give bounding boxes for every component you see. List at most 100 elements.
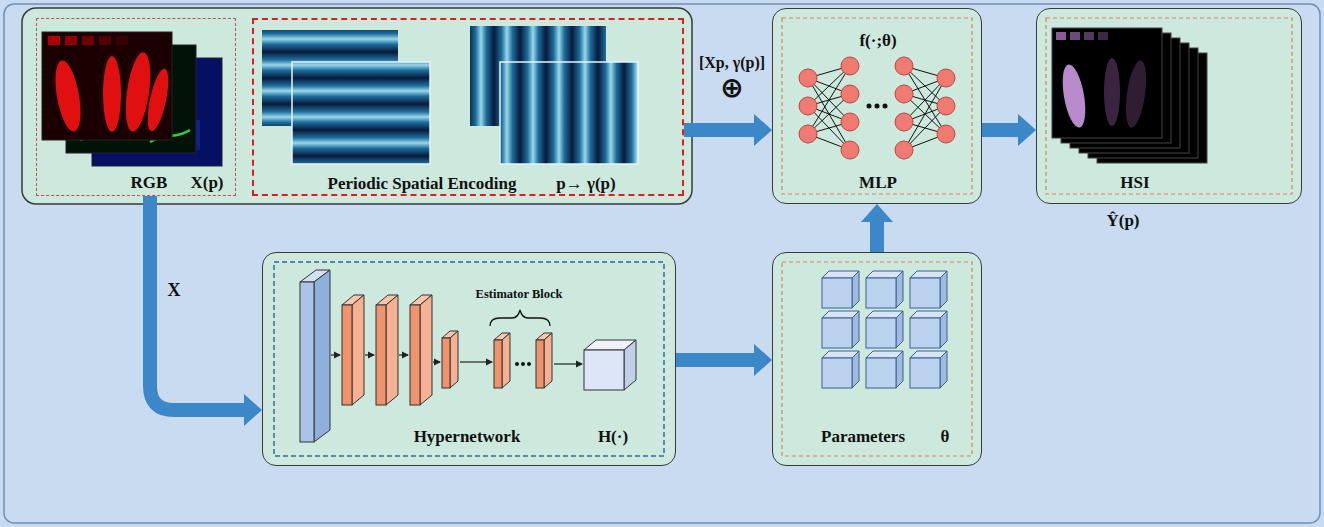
conv-side: [386, 295, 398, 405]
node-title: RGB: [131, 173, 168, 193]
dot: [867, 104, 872, 109]
green-detail: [80, 130, 190, 142]
small-arrow: [460, 361, 492, 362]
neuron: [937, 125, 955, 143]
conv-top: [410, 295, 432, 305]
mlp-neurons: [799, 57, 955, 159]
flow-arrow: [982, 114, 1036, 146]
conv-side: [420, 295, 432, 405]
conv-block: [342, 305, 352, 405]
arrow-head: [861, 204, 893, 222]
estimator-brace: [490, 310, 550, 326]
node-text: p→ γ(p): [556, 174, 615, 194]
parameter-cube: [896, 271, 903, 308]
neuron: [895, 85, 913, 103]
inner-dashed-frame: [782, 18, 972, 194]
hsi-feathers: [1056, 32, 1150, 129]
parameter-cube: [896, 351, 903, 388]
parameter-cube: [852, 311, 859, 348]
patch: [1084, 32, 1094, 40]
parameter-cube: [910, 278, 940, 308]
conv-block: [410, 305, 420, 405]
arrow-head: [244, 394, 262, 426]
arrow-shaft: [684, 123, 755, 137]
small-arrow: [399, 354, 408, 355]
rgb-image-stack: [42, 32, 222, 166]
feather: [1122, 59, 1149, 129]
input-group-box: [22, 8, 692, 204]
parameter-cube: [866, 311, 903, 318]
conv-top: [442, 331, 458, 338]
parameter-cube: [940, 271, 947, 308]
feather: [51, 59, 85, 134]
edge-label: [Xp, γ(p)]: [699, 54, 765, 72]
band-layer: [1070, 38, 1180, 148]
dot: [527, 362, 531, 366]
horizontal-stripes: [262, 30, 398, 126]
conv-top: [376, 295, 398, 305]
node-title: Estimator Block: [476, 287, 563, 301]
patch: [1070, 32, 1080, 40]
vertical-stripes: [500, 62, 638, 164]
encoding-panel: Periodic Spatial Encodingp→ γ(p): [252, 18, 684, 196]
parameter-cube: [822, 358, 852, 388]
output-cube-top: [584, 340, 636, 350]
band-layer: [1097, 53, 1207, 163]
output-box: HSIŶ(p): [1036, 8, 1302, 204]
blue-channel: [92, 58, 222, 166]
conv-block: [376, 305, 386, 405]
flow-arrow: [150, 196, 262, 426]
feather: [1104, 58, 1120, 126]
flow-arrow: [684, 114, 772, 146]
parameter-cube: [910, 271, 947, 278]
node-title: Parameters: [821, 427, 905, 447]
estimator-side: [502, 333, 510, 388]
feathers: [51, 51, 173, 134]
inner-dashed-frame: [782, 262, 972, 456]
hypernetwork-layers: [300, 270, 636, 442]
parameter-cube: [910, 351, 947, 358]
neuron: [841, 141, 859, 159]
patch: [48, 36, 60, 45]
parameter-cube: [866, 271, 903, 278]
green-channel: [66, 45, 196, 153]
feather: [144, 67, 173, 133]
feather: [1059, 63, 1090, 130]
parameter-cube: [910, 318, 940, 348]
node-title: HSI: [1120, 173, 1149, 193]
parameter-cube: [940, 311, 947, 348]
estimator-top: [494, 333, 510, 340]
inner-dashed-frame: [274, 262, 664, 456]
color-patches: [48, 36, 128, 45]
vertical-stripes: [470, 26, 606, 126]
estimator-side: [544, 333, 552, 388]
red-channel: [42, 32, 172, 140]
node-text: Hypernetwork: [414, 427, 521, 447]
patch: [1098, 32, 1108, 40]
conv-block: [442, 338, 450, 388]
parameter-cube: [852, 351, 859, 388]
layer-links: [808, 66, 850, 150]
node-title: f(·;θ): [859, 31, 896, 51]
neuron: [799, 97, 817, 115]
parameter-box: Parametersθ: [772, 252, 982, 466]
node-text: H(·): [598, 427, 628, 447]
parameter-cube: [822, 271, 859, 278]
feather: [103, 56, 121, 132]
parameter-cube: [822, 351, 859, 358]
edge-label: X: [168, 280, 181, 301]
input-slab: [300, 282, 314, 442]
parameter-cube: [866, 351, 903, 358]
blue-detail: [150, 120, 200, 150]
input-slab-top: [300, 270, 330, 282]
patch: [82, 36, 94, 45]
outer-frame: [4, 4, 1320, 523]
ellipsis-dots: [515, 362, 531, 366]
neuron: [841, 57, 859, 75]
periodic-encoding-images: [262, 26, 638, 164]
flow-arrow: [861, 204, 893, 252]
operator-symbol: ⊕: [720, 74, 743, 102]
parameter-cube: [852, 271, 859, 308]
